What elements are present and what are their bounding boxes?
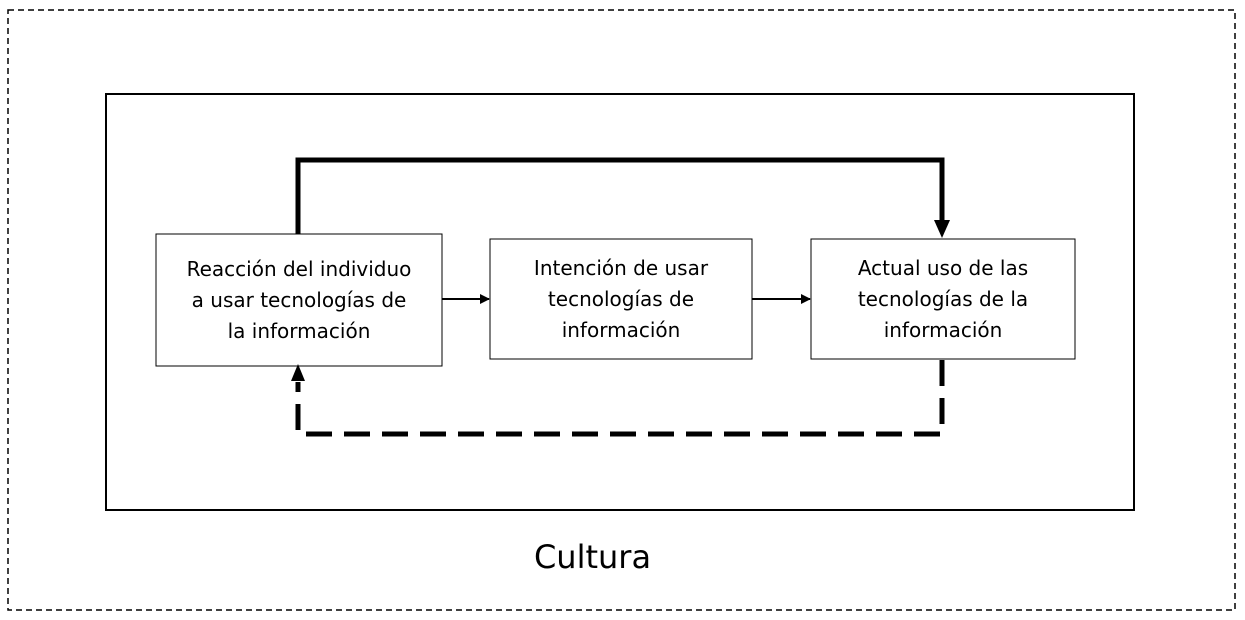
arrow-feedback-dashed (295, 360, 945, 437)
arrowhead-feedback (291, 364, 305, 381)
box-actual-use (810, 238, 1076, 360)
intention-line-3: información (561, 317, 681, 342)
arrowhead-top-loop (934, 220, 950, 238)
arrow-reaction-to-actual-top (295, 157, 945, 234)
actual-use-line-3: información (883, 317, 1003, 342)
intention-label: Intención de usar tecnologías de informa… (490, 239, 752, 359)
culture-label: Cultura (533, 538, 652, 576)
reaction-line-3: la información (227, 318, 371, 343)
actual-use-label: Actual uso de las tecnologías de la info… (811, 239, 1075, 359)
reaction-line-2: a usar tecnologías de (191, 287, 407, 312)
intention-line-1: Intención de usar (533, 255, 709, 280)
intention-line-2: tecnologías de (547, 286, 695, 311)
culture-frame (7, 9, 1236, 611)
reaction-line-1: Reacción del individuo (186, 256, 412, 281)
reaction-label: Reacción del individuo a usar tecnología… (156, 234, 442, 366)
box-reaction (155, 233, 443, 367)
actual-use-line-1: Actual uso de las (857, 255, 1029, 280)
system-frame (105, 93, 1135, 511)
actual-use-line-2: tecnologías de la (857, 286, 1029, 311)
